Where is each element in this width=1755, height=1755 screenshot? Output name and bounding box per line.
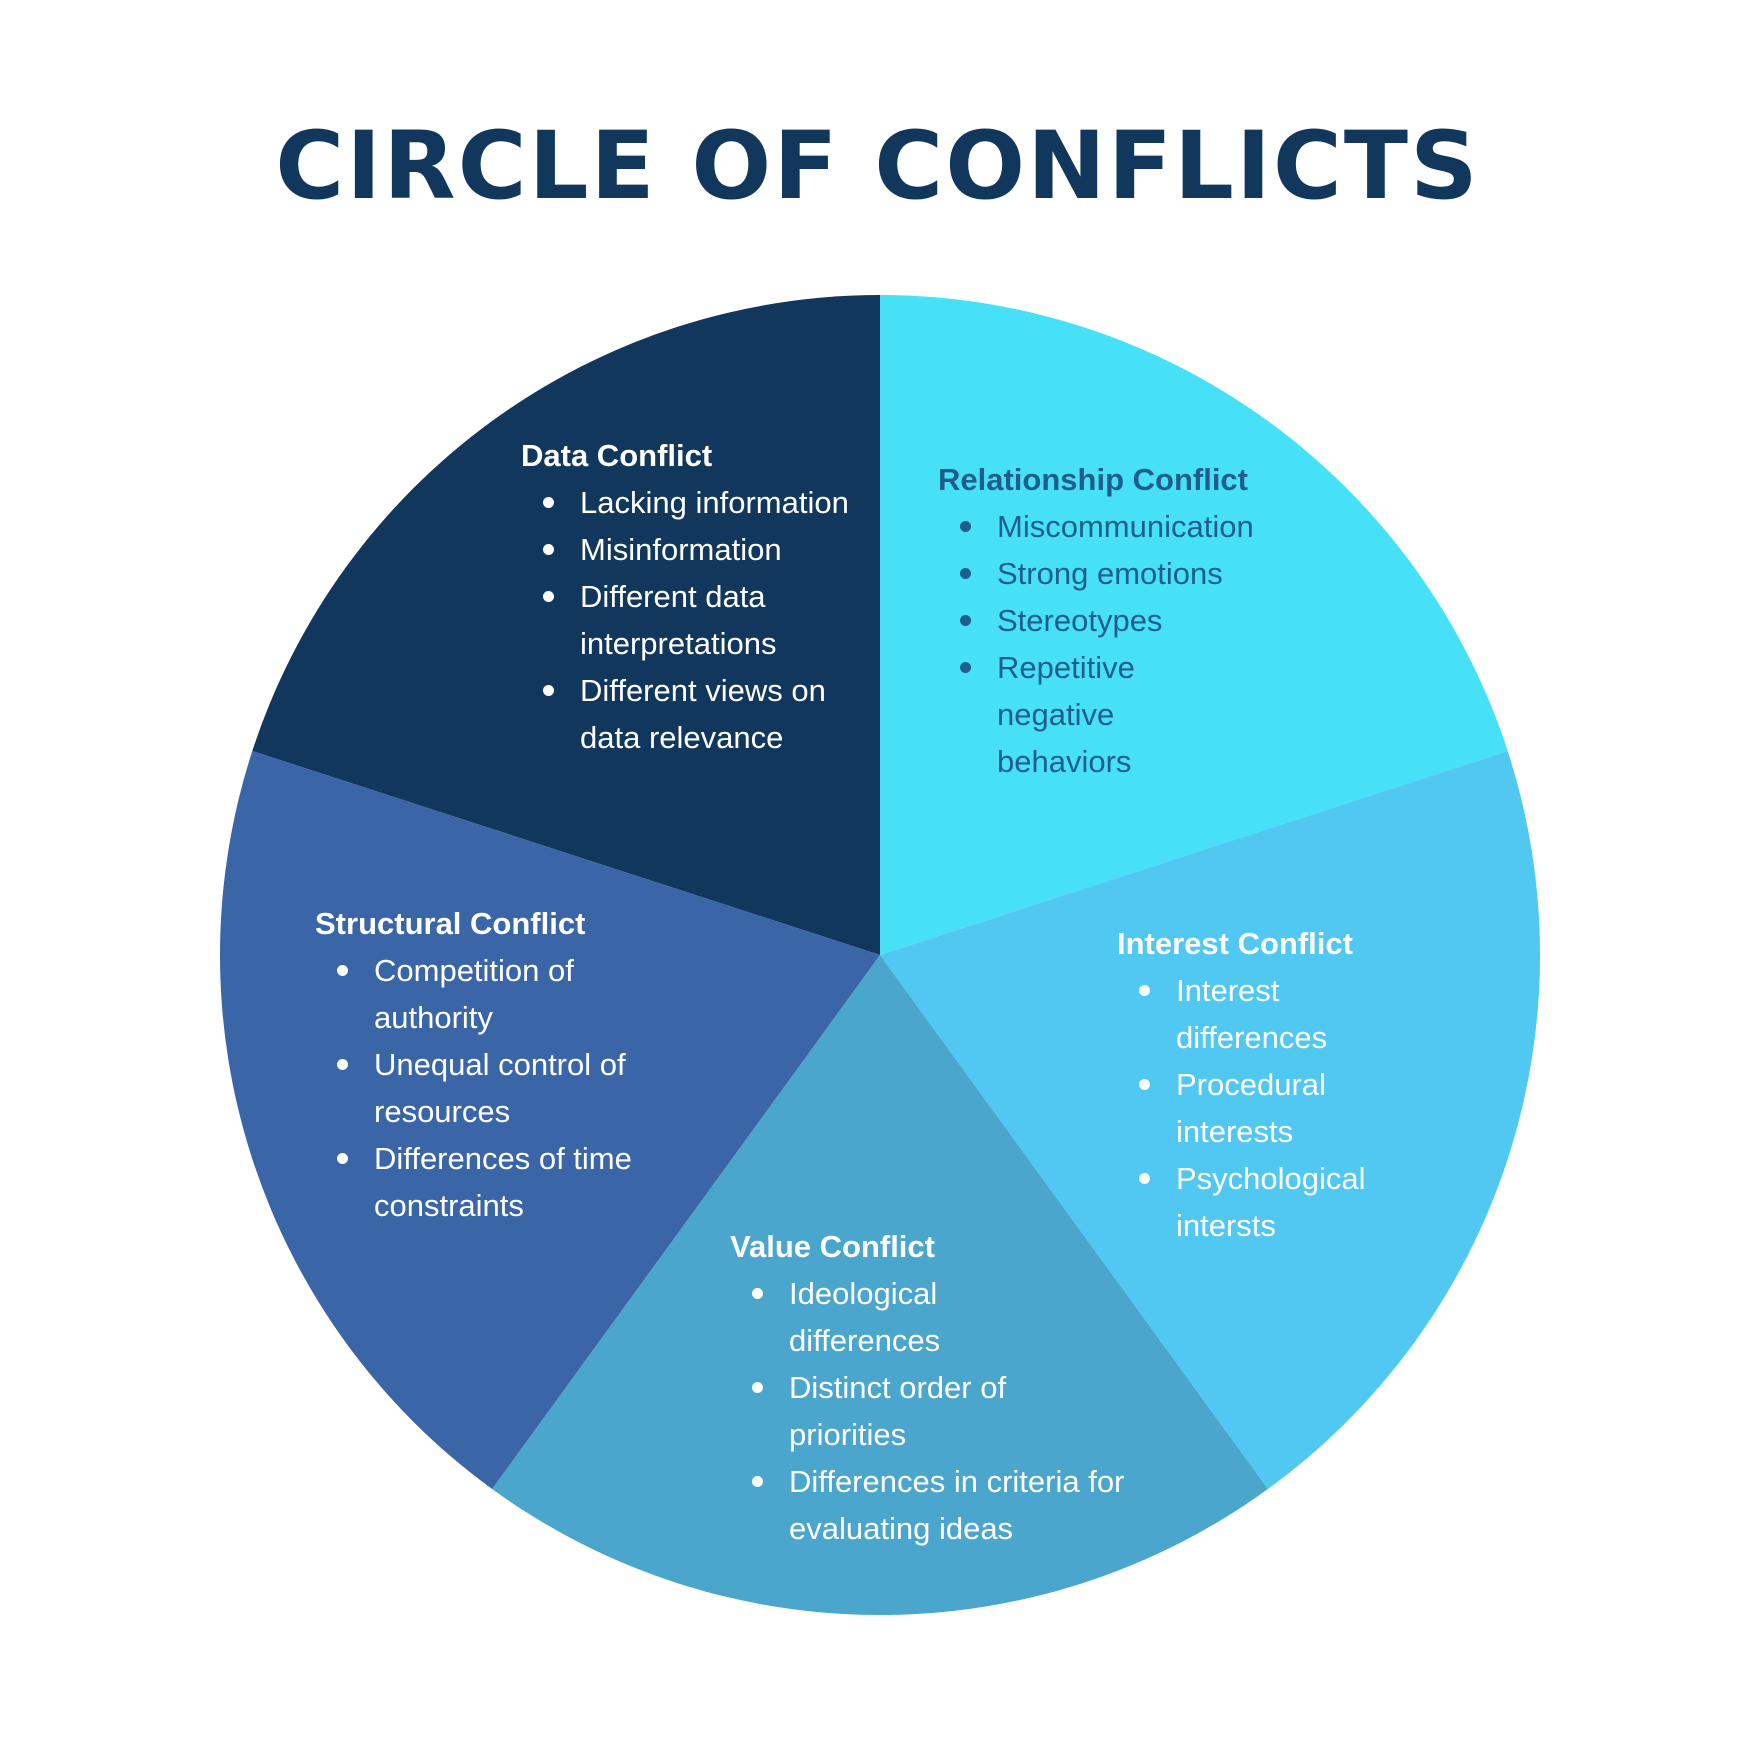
segment-structural <box>219 751 880 1489</box>
relationship-conflict-block: Relationship Conflict Miscommunication S… <box>938 456 1338 785</box>
list-item: Lacking information <box>521 479 881 526</box>
list-item: Ideological differences <box>730 1270 1089 1364</box>
interest-conflict-title: Interest Conflict <box>1117 926 1353 961</box>
segment-data <box>252 295 881 955</box>
page-title: CIRCLE OF CONFLICTS <box>275 112 1480 221</box>
list-item: Miscommunication <box>938 503 1338 550</box>
relationship-conflict-title: Relationship Conflict <box>938 462 1248 497</box>
bullet-icon <box>1139 1173 1150 1184</box>
bullet-icon <box>337 1059 348 1070</box>
bullet-icon <box>543 591 554 602</box>
bullet-icon <box>543 685 554 696</box>
bullet-icon <box>752 1382 763 1393</box>
segment-interest <box>880 751 1541 1489</box>
bullet-icon <box>337 965 348 976</box>
structural-conflict-block: Structural Conflict Competition of autho… <box>315 900 715 1229</box>
list-item: Differences of time constraints <box>315 1135 704 1229</box>
bullet-icon <box>1139 1079 1150 1090</box>
list-item: Psychological intersts <box>1117 1155 1426 1249</box>
bullet-icon <box>337 1153 348 1164</box>
list-item: Distinct order of priorities <box>730 1364 1119 1458</box>
interest-conflict-list: Interest differences Procedural interest… <box>1117 967 1417 1249</box>
list-item: Differences in criteria for evaluating i… <box>730 1458 1150 1552</box>
data-conflict-title: Data Conflict <box>521 438 713 473</box>
list-item: Strong emotions <box>938 550 1338 597</box>
list-item: Misinformation <box>521 526 881 573</box>
list-item: Different data interpretations <box>521 573 881 667</box>
bullet-icon <box>752 1476 763 1487</box>
value-conflict-list: Ideological differences Distinct order o… <box>730 1270 1150 1552</box>
value-conflict-title: Value Conflict <box>730 1229 935 1264</box>
bullet-icon <box>543 544 554 555</box>
list-item: Stereotypes <box>938 597 1338 644</box>
value-conflict-block: Value Conflict Ideological differences D… <box>730 1223 1150 1552</box>
structural-conflict-list: Competition of authority Unequal control… <box>315 947 715 1229</box>
bullet-icon <box>960 521 971 532</box>
bullet-icon <box>752 1288 763 1299</box>
relationship-conflict-list: Miscommunication Strong emotions Stereot… <box>938 503 1338 785</box>
list-item: Competition of authority <box>315 947 694 1041</box>
list-item: Repetitive negative behaviors <box>938 644 1227 785</box>
structural-conflict-title: Structural Conflict <box>315 906 586 941</box>
data-conflict-block: Data Conflict Lacking information Misinf… <box>521 432 881 761</box>
list-item: Procedural interests <box>1117 1061 1426 1155</box>
interest-conflict-block: Interest Conflict Interest differences P… <box>1117 920 1417 1249</box>
list-item: Interest differences <box>1117 967 1426 1061</box>
bullet-icon <box>543 497 554 508</box>
segment-value <box>492 955 1268 1616</box>
list-item: Different views on data relevance <box>521 667 881 761</box>
bullet-icon <box>960 615 971 626</box>
bullet-icon <box>1139 985 1150 996</box>
bullet-icon <box>960 568 971 579</box>
bullet-icon <box>960 662 971 673</box>
data-conflict-list: Lacking information Misinformation Diffe… <box>521 479 881 761</box>
list-item: Unequal control of resources <box>315 1041 744 1135</box>
segment-relationship <box>880 295 1508 955</box>
